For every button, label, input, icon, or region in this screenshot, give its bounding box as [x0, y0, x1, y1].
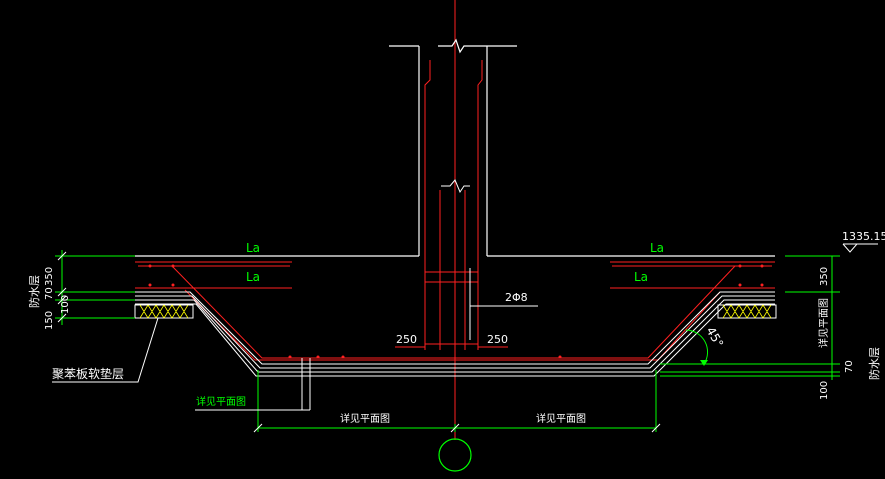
angle-arc: [685, 329, 709, 365]
see-plan-bottom-right: 详见平面图: [536, 412, 586, 425]
pit-layers: [135, 291, 775, 377]
wall-outline: [135, 38, 775, 257]
pit-bottom-rebar-2: [184, 289, 721, 361]
see-plan-left-green: 详见平面图: [196, 395, 246, 408]
left-dim-70: 70: [44, 287, 55, 300]
dim-250-left: 250: [396, 333, 417, 346]
right-see-plan-label: 详见平面图: [817, 298, 830, 348]
foam-board-left: [134, 304, 194, 319]
slab-top-rebar: [135, 261, 775, 289]
left-dim-ticks: [57, 251, 67, 323]
foam-board-right: [717, 304, 777, 319]
la-label-1: La: [246, 241, 260, 255]
elevation-marker: [842, 243, 878, 253]
see-plan-leader-left: [195, 358, 311, 411]
see-plan-bottom-left: 详见平面图: [340, 412, 390, 425]
wall-rebar: [395, 60, 508, 350]
rebar-leader: [469, 268, 538, 340]
foam-board-leader: [52, 317, 159, 383]
right-waterproof-label: 防水层: [867, 347, 881, 380]
dim-250-right: 250: [487, 333, 508, 346]
foam-board-label: 聚苯板软垫层: [52, 366, 124, 381]
bottom-dimension: [257, 370, 657, 432]
pit-bottom-rebar: [171, 265, 736, 359]
right-dimension-chain: [660, 255, 840, 380]
la-label-4: La: [634, 270, 648, 284]
left-dim-350: 350: [44, 267, 55, 286]
right-dim-70: 70: [844, 360, 855, 373]
left-dim-150: 150: [44, 311, 55, 330]
rebar-2phi8-label: 2Φ8: [505, 291, 528, 304]
right-dim-350: 350: [819, 267, 830, 286]
la-label-2: La: [246, 270, 260, 284]
elevation-label: 1335.150: [842, 230, 885, 243]
left-dimension-chain: [55, 250, 135, 325]
left-waterproof-label: 防水层: [27, 275, 41, 308]
axis-bubble: [438, 438, 472, 472]
wall-break-mark: [441, 179, 470, 194]
la-label-3: La: [650, 241, 664, 255]
bottom-dim-ticks: [253, 423, 661, 433]
left-dim-100: 100: [60, 295, 71, 314]
right-dim-100: 100: [819, 381, 830, 400]
angle-arrow: [700, 360, 708, 366]
